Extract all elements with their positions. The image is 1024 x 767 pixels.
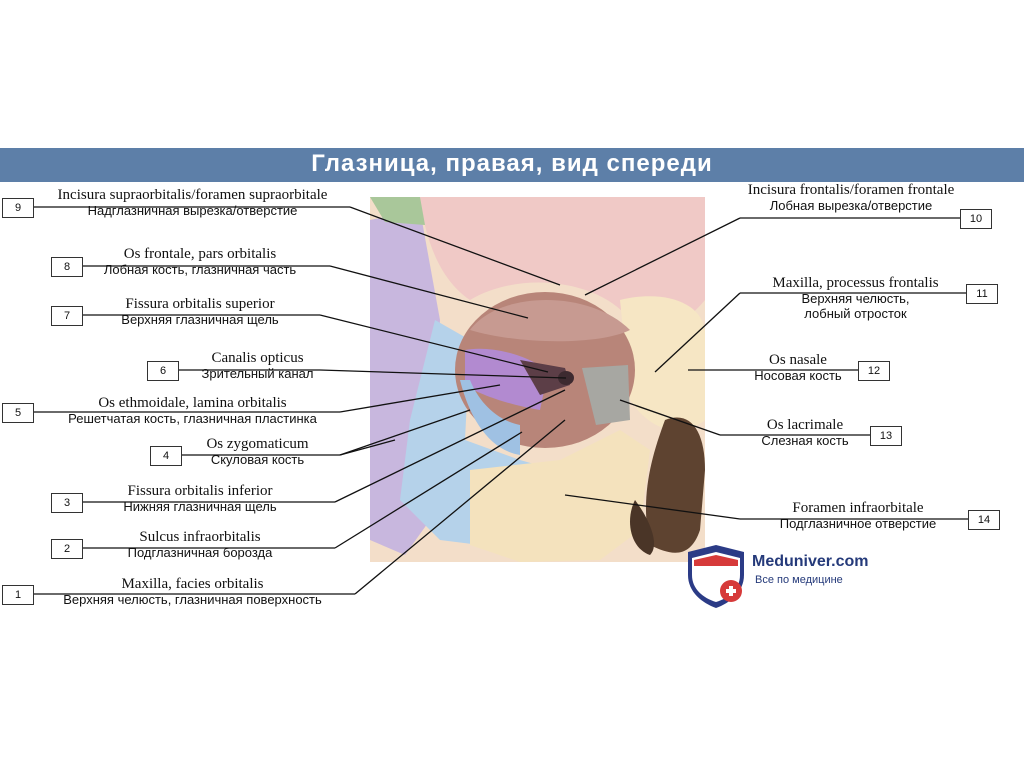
label-3-latin: Fissura orbitalis inferior <box>80 483 320 500</box>
label-4-latin: Os zygomaticum <box>180 436 335 453</box>
label-9: Incisura supraorbitalis/foramen supraorb… <box>25 187 360 219</box>
label-5: Os ethmoidale, lamina orbitalis Решетчат… <box>25 395 360 427</box>
label-number-12: 12 <box>858 361 890 381</box>
label-number-14: 14 <box>968 510 1000 530</box>
label-14-latin: Foramen infraorbitale <box>752 500 964 517</box>
label-11-latin: Maxilla, processus frontalis <box>748 275 963 292</box>
label-5-latin: Os ethmoidale, lamina orbitalis <box>25 395 360 412</box>
label-number-10: 10 <box>960 209 992 229</box>
label-1: Maxilla, facies orbitalis Верхняя челюст… <box>25 576 360 608</box>
label-10-latin: Incisura frontalis/foramen frontale <box>742 182 960 199</box>
label-8-latin: Os frontale, pars orbitalis <box>80 246 320 263</box>
label-7-russian: Верхняя глазничная щель <box>80 313 320 328</box>
label-10-russian: Лобная вырезка/отверстие <box>742 199 960 214</box>
label-7-latin: Fissura orbitalis superior <box>80 296 320 313</box>
logo-tagline: Все по медицине <box>755 574 843 586</box>
label-1-latin: Maxilla, facies orbitalis <box>25 576 360 593</box>
label-2-latin: Sulcus infraorbitalis <box>80 529 320 546</box>
label-5-russian: Решетчатая кость, глазничная пластинка <box>25 412 360 427</box>
label-number-8: 8 <box>51 257 83 277</box>
label-13-latin: Os lacrimale <box>742 417 868 434</box>
label-3: Fissura orbitalis inferior Нижняя глазни… <box>80 483 320 515</box>
label-number-6: 6 <box>147 361 179 381</box>
label-12-latin: Os nasale <box>742 352 854 369</box>
label-number-11: 11 <box>966 284 998 304</box>
label-2-russian: Подглазничная борозда <box>80 546 320 561</box>
label-6-latin: Canalis opticus <box>180 350 335 367</box>
label-3-russian: Нижняя глазничная щель <box>80 500 320 515</box>
label-8: Os frontale, pars orbitalis Лобная кость… <box>80 246 320 278</box>
label-12-russian: Носовая кость <box>742 369 854 384</box>
label-number-13: 13 <box>870 426 902 446</box>
label-6-russian: Зрительный канал <box>180 367 335 382</box>
label-10: Incisura frontalis/foramen frontale Лобн… <box>742 182 960 214</box>
label-13-russian: Слезная кость <box>742 434 868 449</box>
label-4-russian: Скуловая кость <box>180 453 335 468</box>
label-11: Maxilla, processus frontalis Верхняя чел… <box>748 275 963 322</box>
label-9-latin: Incisura supraorbitalis/foramen supraorb… <box>25 187 360 204</box>
label-7: Fissura orbitalis superior Верхняя глазн… <box>80 296 320 328</box>
label-number-2: 2 <box>51 539 83 559</box>
label-12: Os nasale Носовая кость <box>742 352 854 384</box>
label-4: Os zygomaticum Скуловая кость <box>180 436 335 468</box>
label-2: Sulcus infraorbitalis Подглазничная боро… <box>80 529 320 561</box>
label-8-russian: Лобная кость, глазничная часть <box>80 263 320 278</box>
meduniver-logo-icon <box>688 545 744 608</box>
label-number-4: 4 <box>150 446 182 466</box>
label-14: Foramen infraorbitale Подглазничное отве… <box>752 500 964 532</box>
logo-name: Meduniver.com <box>752 553 868 571</box>
label-14-russian: Подглазничное отверстие <box>752 517 964 532</box>
label-number-3: 3 <box>51 493 83 513</box>
label-13: Os lacrimale Слезная кость <box>742 417 868 449</box>
label-number-7: 7 <box>51 306 83 326</box>
label-9-russian: Надглазничная вырезка/отверстие <box>25 204 360 219</box>
label-6: Canalis opticus Зрительный канал <box>180 350 335 382</box>
label-1-russian: Верхняя челюсть, глазничная поверхность <box>25 593 360 608</box>
label-11-russian: Верхняя челюсть, лобный отросток <box>781 292 931 322</box>
